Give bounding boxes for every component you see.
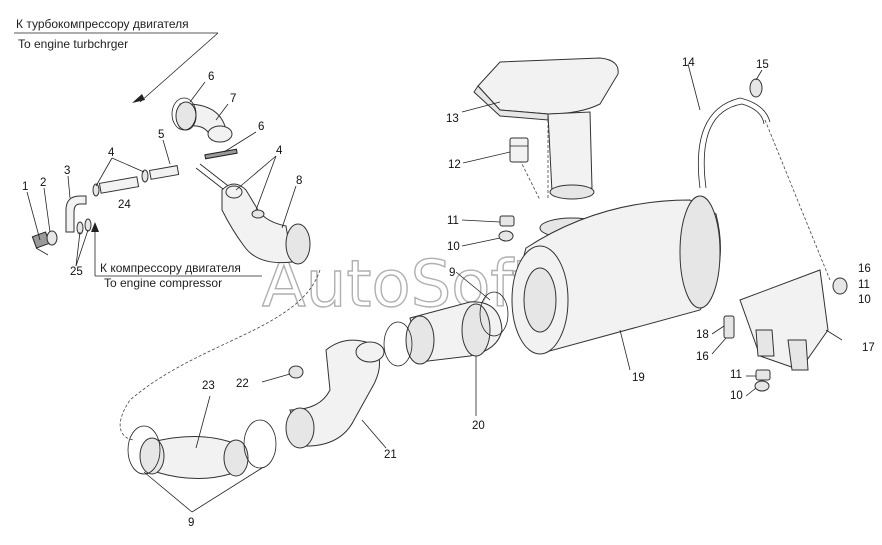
label-2: 2 — [40, 177, 46, 189]
bracket-17 — [739, 269, 829, 371]
guide-line-bolt — [519, 159, 541, 201]
clamp-9-lower — [127, 419, 277, 475]
part-numbers: 1 2 3 4 5 6 7 6 4 8 24 25 13 12 11 10 9 … — [22, 57, 875, 529]
label-4-right: 4 — [276, 145, 283, 157]
caption-turbo-ru: К турбокомпрессору двигателя — [16, 17, 189, 31]
tube-24 — [98, 176, 140, 194]
nut-11-upper — [499, 215, 515, 227]
label-1: 1 — [22, 181, 28, 193]
label-16-left: 16 — [696, 351, 709, 363]
label-6-upper: 6 — [208, 71, 214, 83]
bolt-12 — [509, 137, 529, 163]
pipe-21 — [285, 339, 385, 449]
label-12: 12 — [448, 159, 461, 171]
label-10-right: 10 — [858, 294, 871, 306]
label-22: 22 — [236, 378, 249, 390]
elbow-3 — [65, 195, 87, 233]
label-11-lower: 11 — [730, 369, 742, 381]
bolt-18 — [723, 315, 735, 339]
pipe-8 — [221, 183, 311, 265]
clamp-9-mid — [383, 291, 509, 367]
label-18: 18 — [696, 329, 709, 341]
guide-line-left — [119, 269, 321, 441]
label-14: 14 — [682, 57, 695, 69]
label-11-upper: 11 — [447, 215, 459, 227]
caption-turbo-en: To engine turbchrger — [18, 37, 128, 51]
label-20: 20 — [472, 420, 485, 432]
washer-10-lower — [754, 380, 770, 392]
fitting-1 — [31, 231, 51, 256]
air-filter-19 — [511, 195, 721, 355]
compressor-caption: К компрессору двигателя To engine compre… — [91, 222, 262, 290]
label-13: 13 — [446, 113, 459, 125]
label-9-mid: 9 — [449, 267, 455, 279]
caption-comp-en: To engine compressor — [104, 276, 222, 290]
cover-13 — [473, 57, 619, 200]
label-10-upper: 10 — [447, 241, 460, 253]
label-24: 24 — [118, 199, 131, 211]
label-4-left: 4 — [108, 147, 115, 159]
label-21: 21 — [384, 449, 397, 461]
nut-11-lower — [755, 369, 771, 381]
leader-lines — [26, 63, 843, 513]
clamp-band-14 — [697, 97, 771, 189]
label-23: 23 — [202, 380, 215, 392]
nut-22 — [288, 365, 304, 379]
clamp-6-lower — [204, 148, 238, 160]
bolt-16-right — [832, 277, 848, 295]
bolt-15 — [749, 78, 763, 98]
guide-line-right — [764, 119, 831, 281]
label-6-lower: 6 — [258, 121, 264, 133]
label-15: 15 — [756, 59, 769, 71]
turbocharger-caption: К турбокомпрессору двигателя To engine t… — [14, 17, 219, 103]
label-3: 3 — [64, 165, 70, 177]
nut-2 — [46, 230, 58, 246]
label-19: 19 — [632, 372, 645, 384]
label-8: 8 — [296, 175, 302, 187]
hose-23 — [139, 436, 249, 480]
label-7: 7 — [230, 93, 236, 105]
label-11-right: 11 — [858, 279, 870, 291]
caption-comp-ru: К компрессору двигателя — [100, 261, 241, 275]
label-17: 17 — [862, 342, 875, 354]
hose-7 — [175, 101, 233, 143]
label-16-right: 16 — [858, 263, 871, 275]
label-5: 5 — [158, 129, 164, 141]
washers-4-left — [92, 169, 149, 197]
label-25: 25 — [70, 266, 83, 278]
pipe-20 — [405, 301, 503, 365]
washer-10-upper — [498, 230, 514, 242]
washers-25 — [76, 218, 92, 235]
clamp-6-upper — [171, 97, 197, 131]
label-9-lower: 9 — [188, 517, 194, 529]
label-10-lower: 10 — [730, 390, 743, 402]
